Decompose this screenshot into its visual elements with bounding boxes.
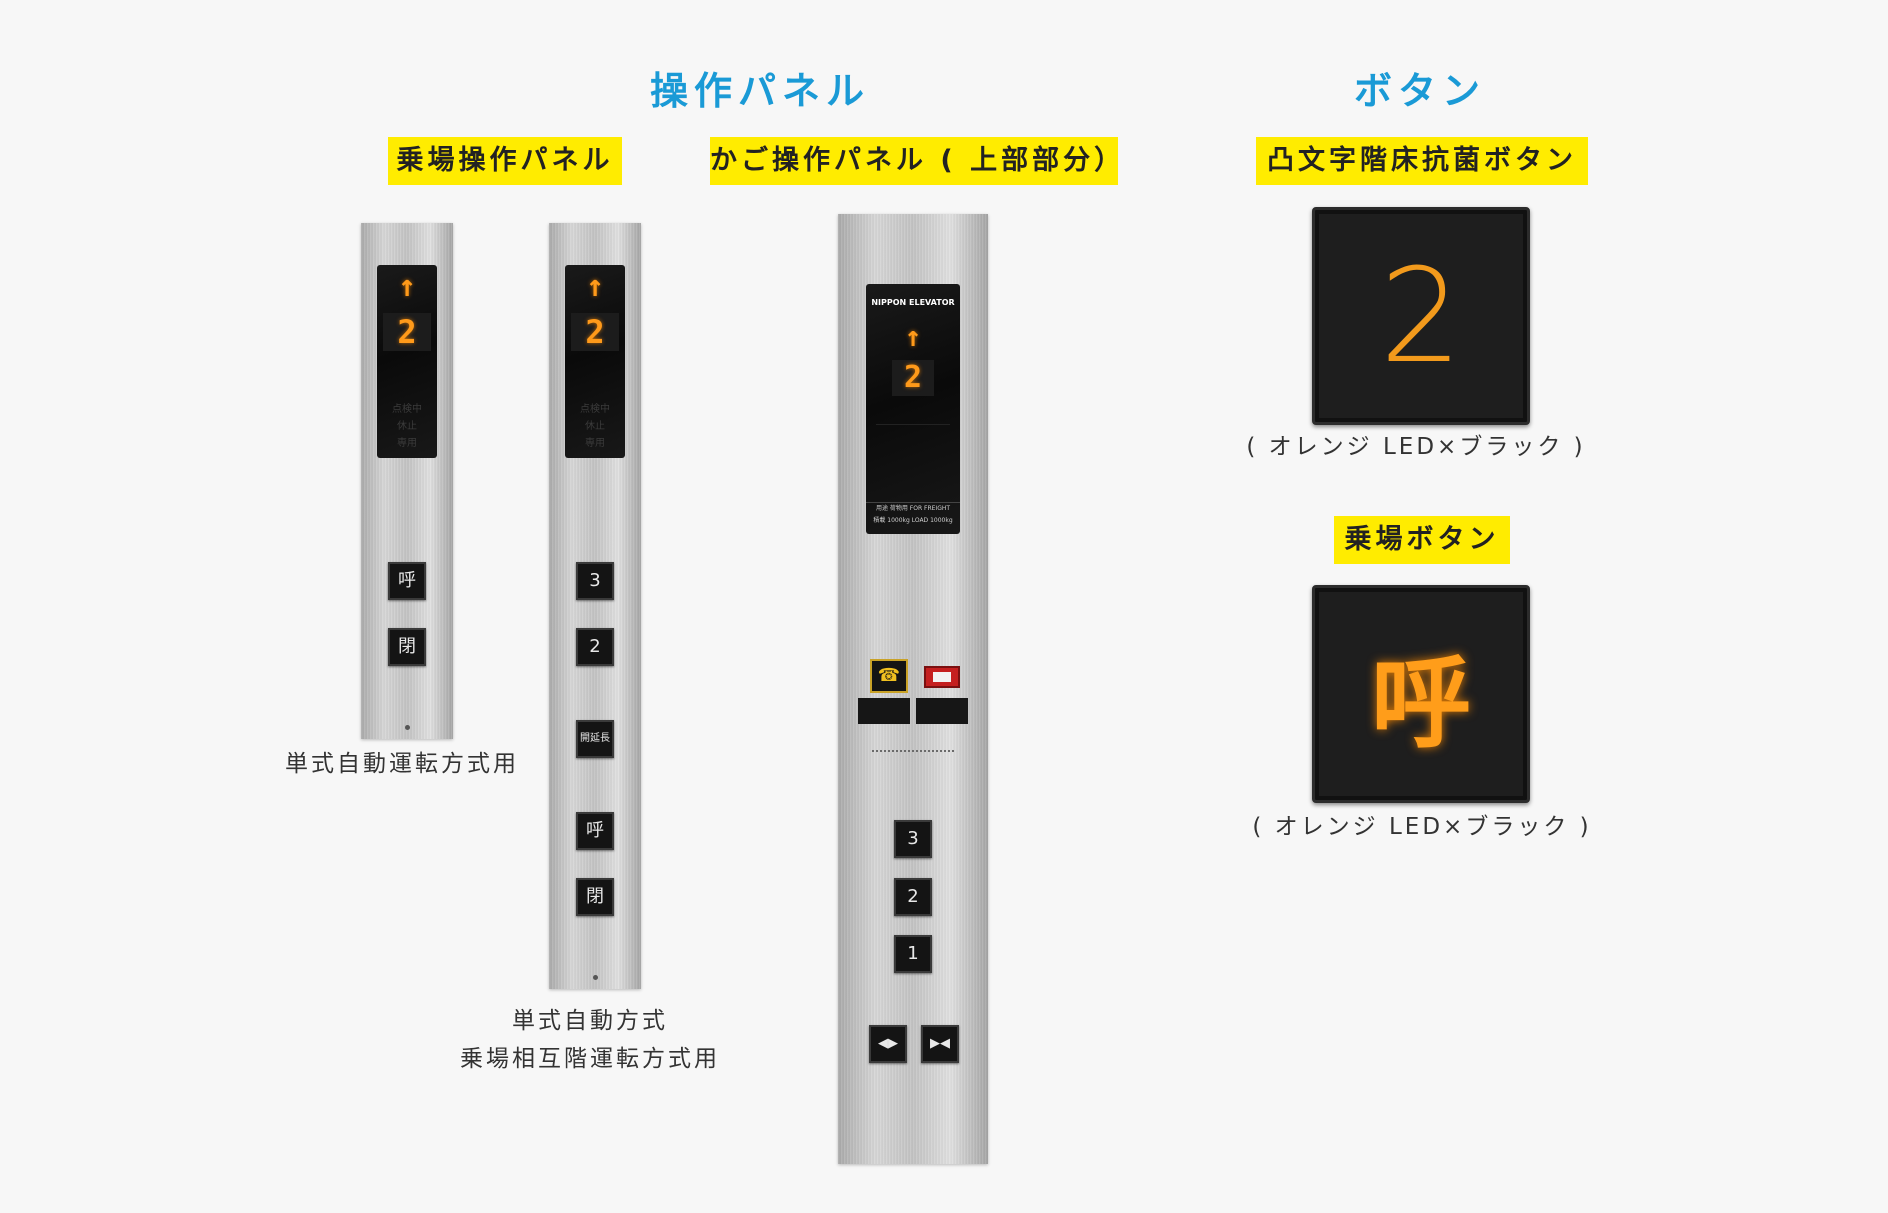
close-button[interactable]: 閉 xyxy=(388,628,426,666)
car-panel-tag: かご操作パネル ( 上部部分） xyxy=(710,137,1118,185)
up-arrow-icon: ↑ xyxy=(904,320,922,353)
floor-2-button[interactable]: 2 xyxy=(576,628,614,666)
hall-panel-2-display: ↑ 2 点検中 休止 専用 xyxy=(565,265,625,458)
hall-call-button: 呼 xyxy=(1312,585,1530,803)
hall-panel-1-display: ↑ 2 点検中 休止 専用 xyxy=(377,265,437,458)
emergency-instruction-plate xyxy=(916,698,968,724)
status-paused: 休止 xyxy=(585,421,605,432)
car-panel-display: NIPPON ELEVATOR ↑ 2 用途 荷物用 FOR FREIGHT 積… xyxy=(866,284,960,534)
floor-indicator: 2 xyxy=(571,313,619,351)
panel-2-caption-line2: 乗場相互階運転方式用 xyxy=(460,1046,720,1072)
panel-heading: 操作パネル xyxy=(649,69,870,113)
door-close-button[interactable]: ▶◀ xyxy=(921,1025,959,1063)
load-label: 積載 1000kg LOAD 1000kg xyxy=(873,517,953,524)
usage-label: 用途 荷物用 FOR FREIGHT xyxy=(875,505,951,512)
close-button[interactable]: 閉 xyxy=(576,878,614,916)
phone-instruction-plate xyxy=(858,698,910,724)
button-heading: ボタン xyxy=(1353,69,1486,113)
door-open-icon: ◀▶ xyxy=(878,1036,898,1051)
car-panel: NIPPON ELEVATOR ↑ 2 用途 荷物用 FOR FREIGHT 積… xyxy=(838,214,988,1164)
floor-indicator: 2 xyxy=(383,313,431,351)
hall-button-tag: 乗場ボタン xyxy=(1334,516,1510,564)
braille-floor-button: 2 xyxy=(1312,207,1530,425)
braille-dots xyxy=(872,750,954,752)
status-exclusive: 専用 xyxy=(585,438,605,449)
emergency-light-icon xyxy=(924,666,960,688)
phone-icon: ☎ xyxy=(877,665,901,686)
call-button[interactable]: 呼 xyxy=(388,562,426,600)
status-inspection: 点検中 xyxy=(392,404,422,415)
status-inspection: 点検中 xyxy=(580,404,610,415)
panel-1-caption: 単式自動運転方式用 xyxy=(285,751,519,777)
up-arrow-icon: ↑ xyxy=(585,269,605,304)
up-arrow-icon: ↑ xyxy=(397,269,417,304)
floor-digit: 2 xyxy=(1379,240,1463,392)
panel-2-caption-line1: 単式自動方式 xyxy=(512,1008,668,1034)
braille-button-tag: 凸文字階床抗菌ボタン xyxy=(1256,137,1588,185)
screw xyxy=(593,975,598,980)
floor-3-button[interactable]: 3 xyxy=(576,562,614,600)
floor-1-button[interactable]: 1 xyxy=(894,935,932,973)
call-button[interactable]: 呼 xyxy=(576,812,614,850)
hall-panel-1: ↑ 2 点検中 休止 専用 呼 閉 xyxy=(361,223,453,739)
hall-panel-2: ↑ 2 点検中 休止 専用 3 2 開延長 呼 閉 xyxy=(549,223,641,989)
door-open-button[interactable]: ◀▶ xyxy=(869,1025,907,1063)
brand-label: NIPPON ELEVATOR xyxy=(871,298,955,307)
status-paused: 休止 xyxy=(397,421,417,432)
door-close-icon: ▶◀ xyxy=(930,1036,950,1051)
notice-area xyxy=(876,424,950,475)
status-exclusive: 専用 xyxy=(397,438,417,449)
floor-2-button[interactable]: 2 xyxy=(894,878,932,916)
braille-button-note: ( オレンジ LED×ブラック ) xyxy=(1246,434,1586,460)
hall-button-note: ( オレンジ LED×ブラック ) xyxy=(1252,814,1592,840)
floor-3-button[interactable]: 3 xyxy=(894,820,932,858)
call-kanji: 呼 xyxy=(1371,644,1471,762)
screw xyxy=(405,725,410,730)
hall-panel-tag: 乗場操作パネル xyxy=(388,137,622,185)
phone-button[interactable]: ☎ xyxy=(870,659,908,693)
door-extend-button[interactable]: 開延長 xyxy=(576,720,614,758)
floor-indicator: 2 xyxy=(892,360,934,396)
